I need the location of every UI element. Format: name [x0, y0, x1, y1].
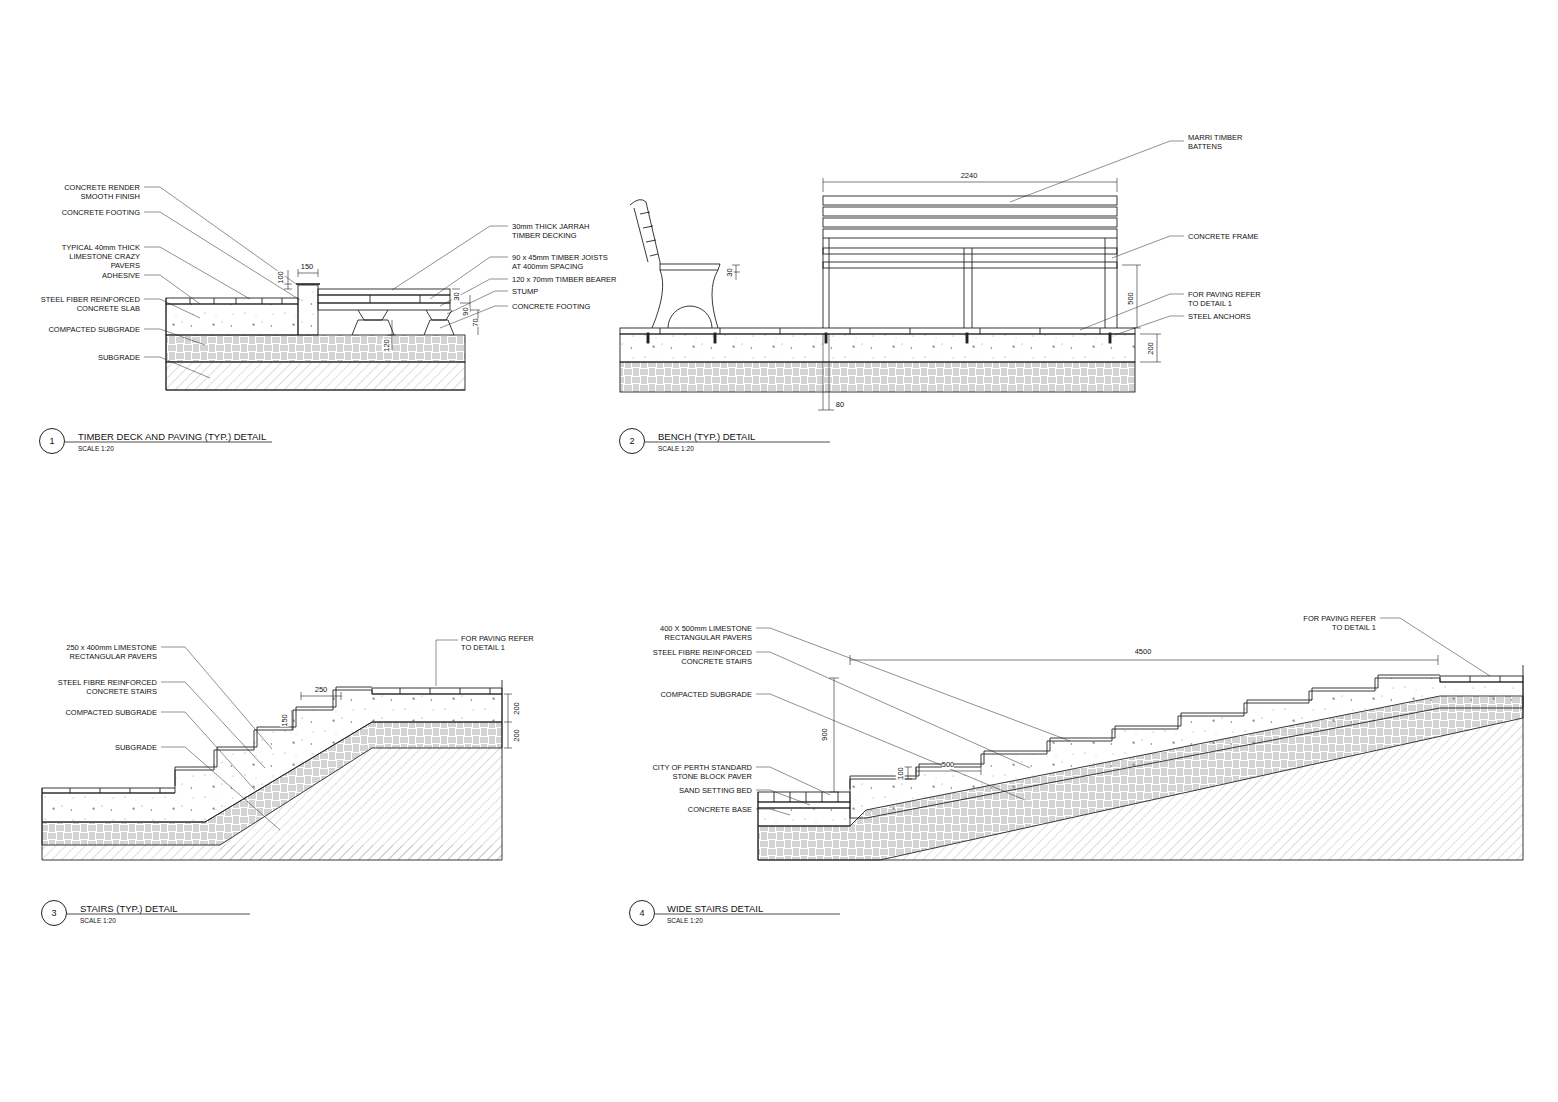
- detail-title: SCALE 1:20: [78, 445, 114, 454]
- dimension: 120: [381, 339, 390, 352]
- callout-label: FOR PAVING REFER TO DETAIL 1: [461, 634, 535, 652]
- callout-label: 120 x 70mm TIMBER BEARER: [512, 275, 616, 284]
- detail-number-circle: 3: [41, 900, 67, 926]
- callout-label: TYPICAL 40mm THICK LIMESTONE CRAZY PAVER…: [50, 243, 140, 270]
- dimension: 500: [1125, 292, 1134, 305]
- callout-label: SUBGRADE: [98, 353, 140, 362]
- callout-label: ADHESIVE: [102, 271, 140, 280]
- callout-label: CONCRETE FOOTING: [512, 302, 590, 311]
- callout-label: STUMP: [512, 287, 538, 296]
- callout-label: 30mm THICK JARRAH TIMBER DECKING: [512, 222, 592, 240]
- detail-title: BENCH (TYP.) DETAIL: [658, 431, 755, 443]
- callout-label: STEEL ANCHORS: [1188, 312, 1251, 321]
- detail-1-section: [65, 187, 508, 442]
- detail-number: 2: [629, 436, 634, 446]
- callout-label: STEEL FIBRE REINFORCED CONCRETE STAIRS: [642, 648, 752, 666]
- detail-number: 1: [49, 436, 54, 446]
- callout-label: SUBGRADE: [115, 743, 157, 752]
- callout-label: FOR PAVING REFER TO DETAIL 1: [1188, 290, 1262, 308]
- detail-title: SCALE 1:20: [80, 917, 116, 926]
- callout-label: STEEL FIBER REINFORCED CONCRETE SLAB: [40, 295, 140, 313]
- dimension: 80: [836, 400, 844, 409]
- dimension: 900: [819, 728, 828, 741]
- dimension: 70: [471, 318, 480, 326]
- dimension: 4500: [1135, 647, 1152, 656]
- dimension: 500: [942, 760, 955, 769]
- callout-label: 400 X 500mm LIMESTONE RECTANGULAR PAVERS: [642, 624, 752, 642]
- detail-number-circle: 2: [619, 428, 645, 454]
- dimension: 30: [725, 268, 734, 276]
- dimension: 2240: [961, 171, 978, 180]
- detail-number: 3: [51, 908, 56, 918]
- detail-4-wide-stairs: [655, 618, 1523, 914]
- detail-title: SCALE 1:20: [667, 917, 703, 926]
- callout-label: 90 x 45mm TIMBER JOISTS AT 400mm SPACING: [512, 253, 612, 271]
- detail-number: 4: [639, 908, 644, 918]
- detail-number-circle: 4: [629, 900, 655, 926]
- callout-label: SAND SETTING BED: [679, 786, 752, 795]
- dimension: 150: [301, 262, 314, 271]
- detail-title: WIDE STAIRS DETAIL: [667, 903, 763, 915]
- detail-title: TIMBER DECK AND PAVING (TYP.) DETAIL: [78, 431, 266, 443]
- detail-number-circle: 1: [39, 428, 65, 454]
- dimension: 90: [461, 307, 470, 315]
- dimension: 30: [452, 292, 461, 300]
- callout-label: STEEL FIBRE REINFORCED CONCRETE STAIRS: [47, 678, 157, 696]
- dimension: 200: [511, 729, 520, 742]
- callout-label: COMPACTED SUBGRADE: [65, 708, 157, 717]
- dimension: 200: [511, 702, 520, 715]
- callout-label: 250 x 400mm LIMESTONE RECTANGULAR PAVERS: [47, 643, 157, 661]
- callout-label: COMPACTED SUBGRADE: [660, 690, 752, 699]
- callout-label: COMPACTED SUBGRADE: [48, 325, 140, 334]
- detail-title: STAIRS (TYP.) DETAIL: [80, 903, 178, 915]
- dimension: 200: [1145, 342, 1154, 355]
- callout-label: CONCRETE FRAME: [1188, 232, 1258, 241]
- dimension: 250: [315, 685, 328, 694]
- detail-title: SCALE 1:20: [658, 445, 694, 454]
- detail-2-bench: [620, 141, 1184, 442]
- callout-label: CITY OF PERTH STANDARD STONE BLOCK PAVER: [642, 763, 752, 781]
- dimension: 100: [275, 271, 284, 284]
- callout-label: CONCRETE RENDER SMOOTH FINISH: [60, 183, 140, 201]
- dimension: 150: [279, 714, 288, 727]
- callout-label: CONCRETE BASE: [688, 805, 752, 814]
- dimension: 100: [895, 767, 904, 780]
- callout-label: CONCRETE FOOTING: [62, 208, 140, 217]
- callout-label: MARRI TIMBER BATTENS: [1188, 133, 1248, 151]
- detail-3-stairs: [42, 640, 512, 914]
- callout-label: FOR PAVING REFER TO DETAIL 1: [1302, 614, 1376, 632]
